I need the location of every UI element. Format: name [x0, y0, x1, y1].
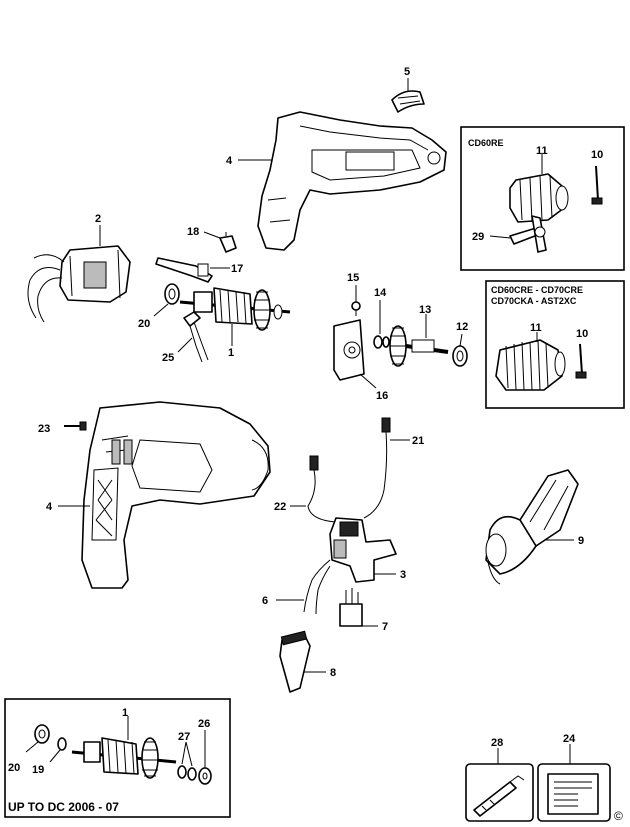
part-1-armature — [179, 287, 291, 331]
cd60cre-title-2: CD70CKA - AST2XC — [491, 296, 577, 306]
label-1-old: 1 — [122, 707, 128, 719]
part-22-lead-wire — [307, 455, 337, 523]
part-18-clip — [219, 232, 237, 253]
label-12: 12 — [456, 321, 468, 333]
label-6: 6 — [262, 595, 268, 607]
label-3: 3 — [400, 569, 406, 581]
part-16-gear-plate — [333, 319, 365, 381]
up-to-title: UP TO DC 2006 - 07 — [8, 800, 119, 814]
label-10-cd60re: 10 — [591, 149, 603, 161]
label-2: 2 — [95, 213, 101, 225]
label-19: 19 — [32, 764, 44, 776]
part-11-keyless-chuck — [495, 339, 566, 391]
label-8: 8 — [330, 667, 336, 679]
part-1-armature-old — [71, 737, 177, 779]
label-15: 15 — [347, 272, 359, 284]
label-18: 18 — [187, 226, 199, 238]
part-29-chuck-key — [509, 215, 547, 253]
label-25: 25 — [162, 352, 174, 364]
label-17: 17 — [231, 263, 243, 275]
label-22: 22 — [274, 501, 286, 513]
part-25-brush — [183, 311, 209, 363]
label-16: 16 — [376, 390, 388, 402]
cd60cre-title-1: CD60CRE - CD70CRE — [491, 285, 583, 295]
cd60re-title: CD60RE — [468, 138, 504, 148]
part-2-field-stator — [27, 245, 131, 323]
copyright-mark: © — [614, 809, 623, 823]
label-24: 24 — [563, 733, 576, 745]
label-5: 5 — [404, 66, 410, 78]
part-9-side-handle — [485, 469, 579, 585]
label-13: 13 — [419, 304, 431, 316]
label-14: 14 — [374, 287, 387, 299]
part-24-box — [537, 763, 611, 822]
part-24-manual-icon — [547, 773, 599, 815]
part-10-screw-cd60cre — [575, 343, 587, 379]
part-8-cable-sleeve — [279, 630, 311, 693]
cd60cre-box — [485, 280, 625, 409]
part-10-screw-cd60re — [591, 165, 603, 205]
label-27: 27 — [178, 731, 190, 743]
label-9: 9 — [578, 535, 584, 547]
label-26: 26 — [198, 718, 210, 730]
label-29: 29 — [472, 231, 484, 243]
part-5-switch-cap — [391, 90, 425, 113]
part-28-box — [465, 763, 534, 822]
part-11-keyed-chuck — [509, 173, 569, 223]
label-20-old: 20 — [8, 762, 20, 774]
part-27-washers — [177, 765, 197, 781]
cd60re-box — [460, 126, 625, 271]
label-10-cd60cre: 10 — [576, 328, 588, 340]
label-21: 21 — [412, 435, 424, 447]
label-11-cd60re: 11 — [536, 145, 548, 157]
label-28: 28 — [491, 737, 503, 749]
part-23-screw — [64, 421, 87, 431]
part-4-housing-half — [257, 111, 447, 251]
part-28-grease — [473, 775, 525, 817]
label-1: 1 — [228, 347, 234, 359]
part-3-switch — [329, 517, 397, 583]
label-23: 23 — [38, 423, 50, 435]
part-6-power-cable — [303, 559, 331, 615]
label-4-top: 4 — [226, 155, 233, 167]
up-to-box — [4, 698, 231, 818]
part-19-washer — [57, 737, 67, 751]
part-12-bearing — [452, 345, 468, 367]
part-20-bearing-old — [34, 724, 50, 744]
part-21-lead-wire — [363, 417, 391, 519]
part-14-pinion — [373, 335, 390, 349]
label-20: 20 — [138, 318, 150, 330]
label-4-body: 4 — [46, 501, 53, 513]
label-7: 7 — [382, 621, 388, 633]
part-7-suppressor — [339, 588, 363, 627]
label-11-cd60cre: 11 — [530, 322, 542, 334]
part-15-screw — [351, 301, 361, 316]
part-17-brush-holder — [155, 257, 213, 283]
part-20-bearing — [164, 283, 180, 305]
part-13-spindle-gear — [389, 325, 449, 367]
part-26-bearing — [198, 767, 212, 785]
part-4-drill-body — [81, 401, 271, 589]
